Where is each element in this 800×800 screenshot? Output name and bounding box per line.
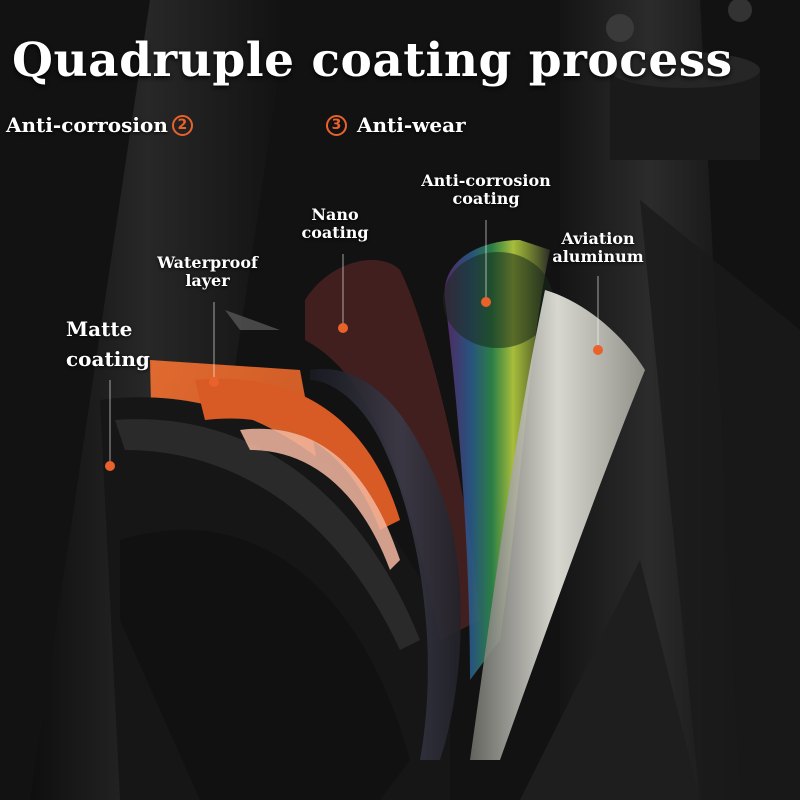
feature-anti-corrosion: Anti-corrosion 2: [6, 114, 193, 137]
label-line: Waterproof: [157, 253, 258, 272]
waterproof-layer: [195, 310, 400, 570]
matte-coating-shell: [100, 397, 450, 800]
label-line: Nano: [311, 205, 359, 224]
feature-text: Anti-corrosion: [6, 113, 168, 137]
feature-text: Anti-wear: [357, 113, 466, 137]
label-anti-corrosion-coating: Anti-corrosion coating: [416, 171, 556, 209]
anti-corrosion-film: [443, 240, 553, 680]
label-line: Matte: [66, 317, 133, 341]
label-line: coating: [452, 189, 520, 209]
label-line: layer: [185, 271, 230, 291]
label-line: coating: [66, 347, 150, 371]
background-tubes: [30, 0, 800, 800]
feature-anti-wear: 3 Anti-wear: [326, 114, 466, 137]
label-line: coating: [301, 223, 369, 243]
label-line: Aviation: [561, 229, 635, 248]
number-badge: 2: [171, 115, 193, 136]
number-badge: 3: [326, 115, 347, 136]
callout-markers: [105, 220, 603, 471]
label-aviation-aluminum: Aviation aluminum: [548, 229, 648, 267]
label-matte-coating: Matte coating: [66, 314, 150, 374]
nano-coating-film: [305, 260, 480, 760]
label-nano-coating: Nano coating: [298, 205, 372, 243]
label-line: Anti-corrosion: [421, 171, 551, 190]
label-line: aluminum: [552, 247, 644, 267]
label-waterproof-layer: Waterproof layer: [150, 253, 265, 291]
page-title: Quadruple coating process: [12, 33, 733, 88]
aviation-aluminum-sheet: [470, 290, 700, 800]
